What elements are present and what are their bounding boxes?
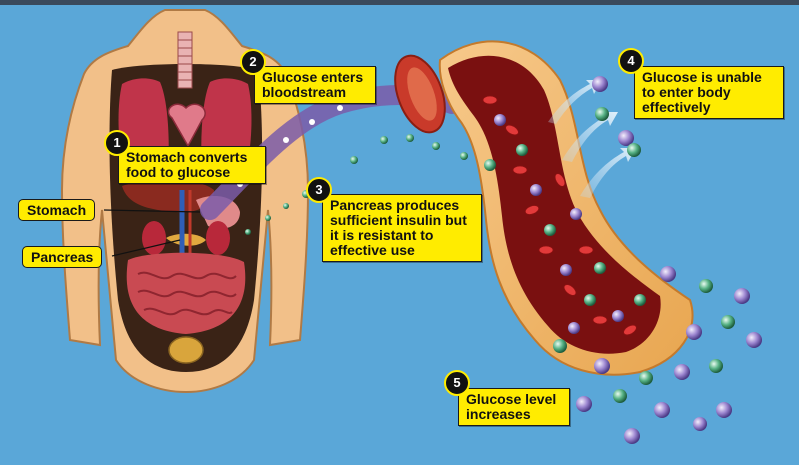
top-bar xyxy=(0,0,799,5)
step-2-badge: 2 xyxy=(240,49,266,75)
step-2-callout: Glucose enters bloodstream xyxy=(254,66,376,104)
leader-lines xyxy=(103,209,201,257)
pancreas-label: Pancreas xyxy=(22,246,103,268)
step-3-badge: 3 xyxy=(306,177,332,203)
step-5-text: Glucose level increases xyxy=(466,391,557,422)
step-3-text: Pancreas produces sufficient insulin but… xyxy=(330,197,467,258)
step-1-text: Stomach converts food to glucose xyxy=(126,149,248,180)
torso xyxy=(60,9,310,394)
step-4-badge: 4 xyxy=(618,48,644,74)
step-2-text: Glucose enters bloodstream xyxy=(262,69,364,100)
step-4-callout: Glucose is unable to enter body effectiv… xyxy=(634,66,784,119)
glucose-molecules xyxy=(245,76,762,444)
step-4-text: Glucose is unable to enter body effectiv… xyxy=(642,69,762,115)
step-1-callout: Stomach converts food to glucose xyxy=(118,146,266,184)
exit-arrows xyxy=(548,80,636,198)
step-5-callout: Glucose level increases xyxy=(458,388,570,426)
step-3-callout: Pancreas produces sufficient insulin but… xyxy=(322,194,482,262)
blood-vessel xyxy=(394,40,694,376)
step-5-badge: 5 xyxy=(444,370,470,396)
step-1-badge: 1 xyxy=(104,130,130,156)
stomach-label: Stomach xyxy=(18,199,96,221)
